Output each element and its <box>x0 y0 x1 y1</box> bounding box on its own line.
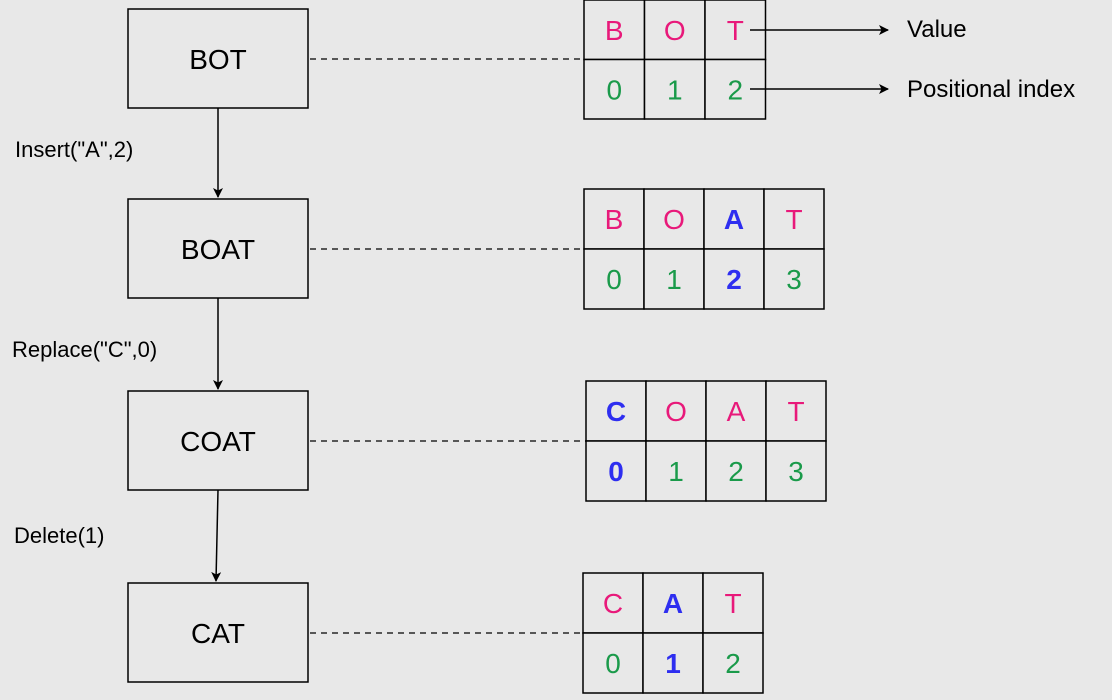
index-cell-text: 1 <box>668 456 684 487</box>
index-cell: 2 <box>705 440 767 502</box>
index-cell: 0 <box>583 58 646 120</box>
value-cell-text: A <box>727 396 746 427</box>
state-box-bot: BOT <box>127 8 309 109</box>
value-cell-text: A <box>663 588 683 619</box>
value-legend-label: Value <box>907 16 967 43</box>
index-cell-text: 1 <box>667 74 683 105</box>
value-cell-text: T <box>727 15 744 46</box>
index-cell-text: 2 <box>725 648 741 679</box>
value-cell: A <box>642 572 704 634</box>
char-table-coat: C O A T 0 1 2 3 <box>585 380 827 502</box>
index-cell: 3 <box>765 440 827 502</box>
value-cell-text: O <box>663 204 685 235</box>
value-cell: T <box>765 380 827 442</box>
value-cell: C <box>585 380 647 442</box>
value-cell: O <box>645 380 707 442</box>
index-cell-text: 1 <box>665 648 681 679</box>
state-label-coat: COAT <box>180 426 256 457</box>
index-cell: 0 <box>585 440 647 502</box>
value-cell: C <box>582 572 644 634</box>
value-cell-text: C <box>603 588 623 619</box>
index-cell: 1 <box>643 58 706 120</box>
state-label-boat: BOAT <box>181 234 255 265</box>
operation-label-delete: Delete(1) <box>14 523 104 548</box>
state-label-bot: BOT <box>189 44 247 75</box>
state-box-boat: BOAT <box>127 198 309 299</box>
index-cell: 2 <box>702 632 764 694</box>
state-box-cat: CAT <box>127 582 309 683</box>
index-cell-text: 2 <box>727 74 743 105</box>
value-cell-text: B <box>605 204 624 235</box>
value-cell: B <box>583 0 646 61</box>
value-cell-text: A <box>724 204 744 235</box>
index-cell-text: 0 <box>608 456 624 487</box>
char-table-boat: B O A T 0 1 2 3 <box>583 188 825 310</box>
state-box-coat: COAT <box>127 390 309 491</box>
index-cell: 0 <box>582 632 644 694</box>
index-legend-label: Positional index <box>907 76 1075 103</box>
value-cell: T <box>702 572 764 634</box>
value-cell: A <box>703 188 765 250</box>
index-cell-text: 0 <box>606 74 622 105</box>
value-cell: A <box>705 380 767 442</box>
index-cell-text: 2 <box>728 456 744 487</box>
operation-label-replace: Replace("C",0) <box>12 337 157 362</box>
operation-label-insert: Insert("A",2) <box>15 137 133 162</box>
index-cell-text: 0 <box>605 648 621 679</box>
index-cell-text: 3 <box>786 264 802 295</box>
value-cell-text: T <box>787 396 804 427</box>
index-cell: 2 <box>703 248 765 310</box>
index-cell-text: 3 <box>788 456 804 487</box>
index-cell-text: 0 <box>606 264 622 295</box>
value-cell-text: C <box>606 396 626 427</box>
char-table-bot: B O T 0 1 2 <box>583 0 767 120</box>
index-cell-text: 2 <box>726 264 742 295</box>
value-cell-text: O <box>664 15 686 46</box>
char-table-cat: C A T 0 1 2 <box>582 572 764 694</box>
value-cell: B <box>583 188 645 250</box>
index-cell: 0 <box>583 248 645 310</box>
value-cell: O <box>643 188 705 250</box>
arrow-coat-to-cat <box>211 489 222 582</box>
value-cell-text: O <box>665 396 687 427</box>
index-cell: 1 <box>645 440 707 502</box>
value-cell-text: T <box>724 588 741 619</box>
index-cell: 1 <box>642 632 704 694</box>
index-cell: 1 <box>643 248 705 310</box>
index-cell-text: 1 <box>666 264 682 295</box>
index-cell: 3 <box>763 248 825 310</box>
value-cell-text: T <box>785 204 802 235</box>
value-cell: T <box>763 188 825 250</box>
state-label-cat: CAT <box>191 618 245 649</box>
value-cell-text: B <box>605 15 624 46</box>
value-cell: O <box>643 0 706 61</box>
